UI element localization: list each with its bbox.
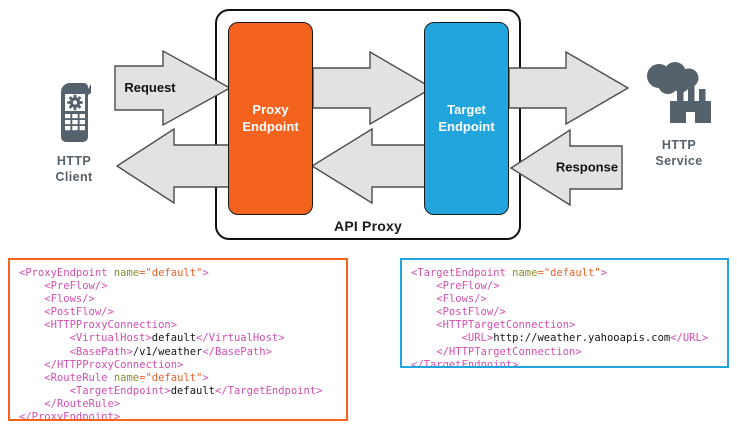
proxy-endpoint-code-block: <ProxyEndpoint name="default"> <PreFlow/… (8, 258, 348, 421)
api-proxy-label: API Proxy (334, 218, 402, 234)
request-arrow (114, 49, 232, 127)
http-client-label-line2: Client (55, 169, 93, 184)
http-client-label-line1: HTTP (56, 154, 92, 168)
cloud-factory-icon (647, 62, 711, 123)
proxy-endpoint-label-line2: Endpoint (242, 118, 299, 134)
request-arrow-label: Request (124, 80, 176, 95)
target-endpoint-label-line2: Endpoint (438, 118, 495, 134)
http-service-label-line2: Service (655, 153, 703, 168)
target-endpoint-code-block: <TargetEndpoint name="default"> <PreFlow… (400, 258, 729, 368)
response-arrow (509, 128, 623, 207)
proxy-endpoint-label-line1: Proxy (252, 102, 289, 118)
target-to-service-arrow (508, 50, 630, 126)
target-endpoint-label-line1: Target (447, 102, 486, 118)
mobile-phone-gear-icon (61, 83, 91, 142)
http-service-label-line1: HTTP (661, 138, 697, 152)
response-arrow-label: Response (556, 159, 618, 174)
